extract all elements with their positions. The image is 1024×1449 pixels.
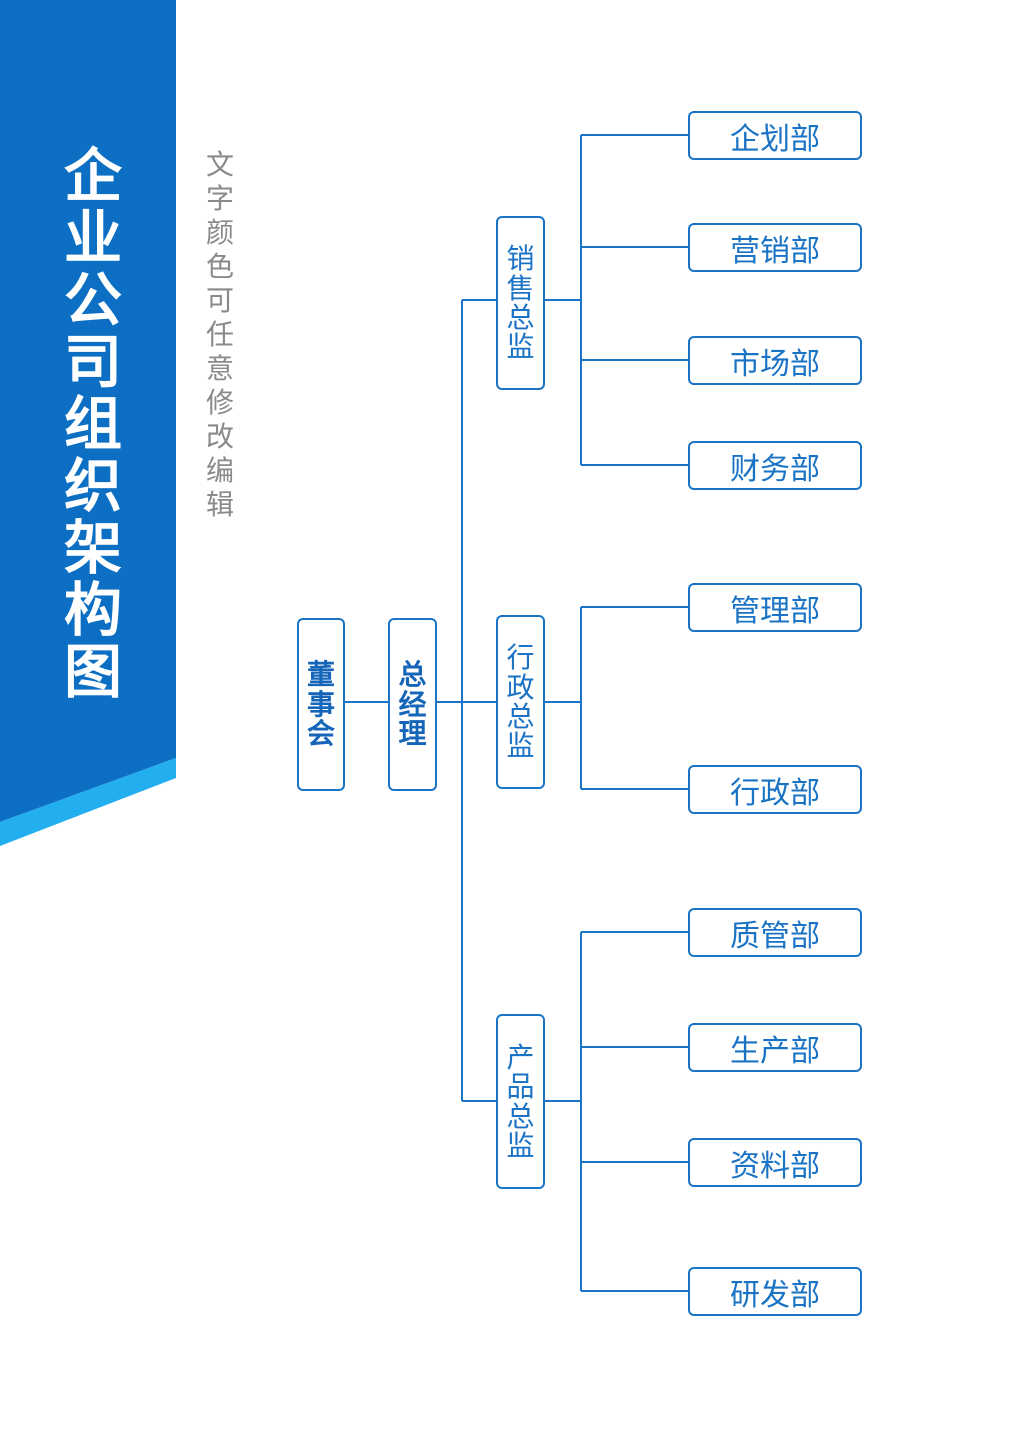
text-char: 改 (205, 420, 234, 453)
admin-director-node[interactable]: 行政总监 (496, 615, 545, 789)
text-char: 总 (506, 1099, 535, 1133)
text-char: 公 (63, 266, 122, 334)
text-char: 文 (205, 148, 234, 181)
sales-director-node[interactable]: 销售总监 (496, 216, 545, 390)
department-node[interactable]: 管理部 (688, 583, 862, 632)
product-director-node[interactable]: 产品总监 (496, 1014, 545, 1189)
text-char: 企 (63, 142, 122, 210)
department-node[interactable]: 财务部 (688, 441, 862, 490)
text-char: 品 (506, 1070, 535, 1104)
page-subtitle: 文字颜色可任意修改编辑 (200, 148, 240, 522)
department-node[interactable]: 企划部 (688, 111, 862, 160)
text-char: 司 (63, 328, 122, 396)
text-char: 任 (205, 318, 234, 351)
text-char: 政 (506, 670, 535, 704)
text-char: 经 (398, 687, 427, 721)
text-char: 业 (63, 204, 122, 272)
text-char: 架 (63, 514, 122, 582)
text-char: 事 (306, 687, 335, 721)
text-char: 售 (506, 271, 535, 305)
text-char: 会 (306, 717, 335, 751)
banner-background (0, 0, 176, 822)
text-char: 色 (205, 250, 234, 283)
text-char: 监 (506, 330, 535, 364)
department-node[interactable]: 生产部 (688, 1023, 862, 1072)
connectors (344, 134, 689, 1292)
text-char: 销 (506, 242, 535, 276)
text-char: 字 (205, 182, 234, 215)
text-char: 理 (398, 717, 427, 751)
text-char: 可 (205, 284, 234, 317)
text-char: 辑 (205, 488, 234, 521)
title-banner (0, 0, 176, 846)
banner-accent-stripe (0, 758, 176, 846)
text-char: 织 (63, 452, 122, 520)
text-char: 意 (205, 352, 234, 385)
text-char: 编 (205, 454, 234, 487)
text-char: 总 (506, 700, 535, 733)
text-char: 行 (506, 641, 535, 675)
department-node[interactable]: 行政部 (688, 765, 862, 814)
page-title: 企业公司组织架构图 (58, 145, 128, 703)
text-char: 董 (306, 658, 335, 692)
department-node[interactable]: 质管部 (688, 908, 862, 957)
text-char: 监 (506, 729, 535, 763)
general-manager-node[interactable]: 总经理 (388, 618, 437, 791)
text-char: 修 (205, 386, 234, 419)
board-node[interactable]: 董事会 (297, 618, 345, 791)
text-char: 总 (398, 658, 427, 692)
department-node[interactable]: 市场部 (688, 336, 862, 385)
text-char: 颜 (205, 216, 234, 249)
text-char: 总 (506, 301, 535, 334)
text-char: 图 (63, 638, 122, 706)
department-node[interactable]: 资料部 (688, 1138, 862, 1187)
department-node[interactable]: 营销部 (688, 223, 862, 272)
text-char: 组 (63, 390, 122, 458)
text-char: 构 (63, 576, 122, 644)
department-node[interactable]: 研发部 (688, 1267, 862, 1316)
text-char: 产 (506, 1040, 535, 1074)
text-char: 监 (506, 1128, 535, 1162)
